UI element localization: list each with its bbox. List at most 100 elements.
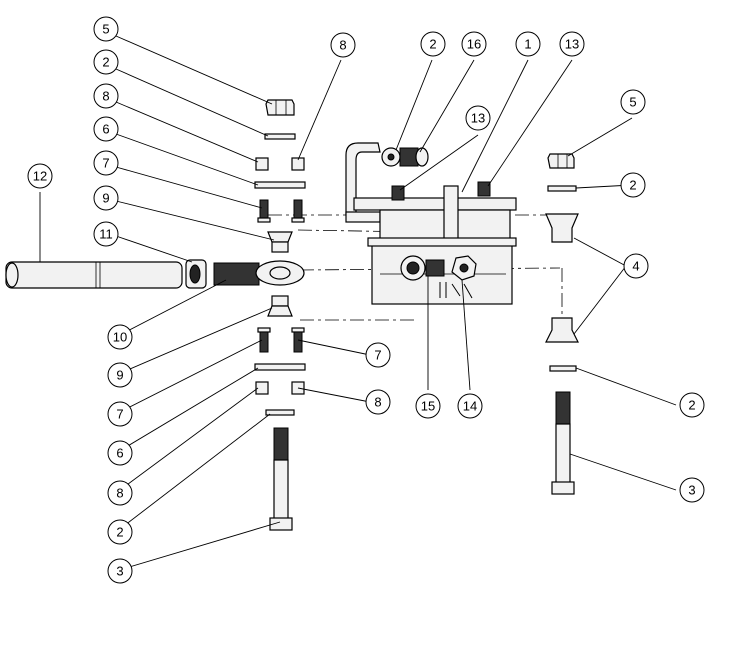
small-nut-top-left	[255, 157, 269, 171]
callout-balloon: 16	[461, 31, 487, 57]
callout-balloon: 1	[515, 31, 541, 57]
callout-balloon: 8	[365, 389, 391, 415]
callout-label: 8	[339, 38, 346, 53]
callout-label: 2	[102, 55, 109, 70]
callout-balloon: 2	[93, 49, 119, 75]
main-housing	[345, 142, 517, 305]
washer-bottom	[265, 409, 295, 416]
callout-balloon: 5	[93, 16, 119, 42]
callout-balloon: 2	[420, 31, 446, 57]
spacer-lower	[545, 317, 579, 343]
callout-balloon: 3	[107, 558, 133, 584]
washer-right-top	[547, 185, 577, 192]
callout-label: 5	[629, 95, 636, 110]
callout-label: 8	[374, 395, 381, 410]
callout-balloon: 7	[365, 342, 391, 368]
callout-circle	[107, 440, 133, 466]
bolt-right	[551, 391, 575, 495]
callout-balloon: 9	[107, 362, 133, 388]
callout-balloon: 8	[93, 83, 119, 109]
callout-balloon: 10	[107, 324, 133, 350]
callout-circle	[620, 172, 646, 198]
callout-balloon: 11	[93, 221, 119, 247]
callout-circle	[679, 392, 705, 418]
spacer-upper	[545, 213, 579, 243]
callout-label: 2	[629, 178, 636, 193]
leader-lines	[39, 35, 677, 572]
callout-circle	[457, 393, 483, 419]
callout-balloon: 14	[457, 393, 483, 419]
screw-top-left	[257, 199, 271, 223]
plate-bottom	[254, 363, 306, 371]
callout-circle	[465, 105, 491, 131]
callout-label: 7	[374, 348, 381, 363]
callout-label: 7	[116, 407, 123, 422]
callout-label: 2	[116, 525, 123, 540]
callout-circle	[107, 362, 133, 388]
callout-circle	[461, 31, 487, 57]
hex-nut-right	[547, 153, 575, 169]
callout-circle	[107, 519, 133, 545]
rod-end	[213, 260, 305, 286]
callout-balloon: 6	[107, 440, 133, 466]
callout-circle	[93, 49, 119, 75]
washer-right-bottom	[549, 365, 577, 372]
screw-bottom-right	[291, 327, 305, 353]
callout-label: 7	[102, 156, 109, 171]
callout-circle	[679, 477, 705, 503]
callout-label: 6	[116, 446, 123, 461]
callout-balloon: 2	[107, 519, 133, 545]
callout-circle	[620, 89, 646, 115]
callout-circle	[330, 32, 356, 58]
callout-circle	[93, 221, 119, 247]
callout-balloon: 4	[623, 253, 649, 279]
callout-balloon: 8	[107, 480, 133, 506]
bushing-lower	[267, 295, 293, 317]
callout-circle	[93, 116, 119, 142]
right-stack	[545, 153, 579, 495]
callout-circle	[365, 389, 391, 415]
callout-balloon: 8	[330, 32, 356, 58]
small-nut-top-right	[291, 157, 305, 171]
callout-label: 11	[99, 227, 113, 242]
callout-label: 2	[688, 398, 695, 413]
callout-label: 9	[116, 368, 123, 383]
callout-circle	[420, 31, 446, 57]
plate-top	[254, 181, 306, 189]
callout-circle	[107, 558, 133, 584]
callout-label: 2	[429, 37, 436, 52]
callout-label: 1	[524, 37, 531, 52]
callout-label: 6	[102, 122, 109, 137]
callout-balloon: 13	[465, 105, 491, 131]
callout-balloon: 9	[93, 185, 119, 211]
callout-balloon: 2	[679, 392, 705, 418]
callout-circle	[365, 342, 391, 368]
callout-balloon: 6	[93, 116, 119, 142]
callout-balloon: 12	[27, 163, 53, 189]
callout-circle	[107, 324, 133, 350]
callout-circle	[107, 480, 133, 506]
callout-circle	[415, 393, 441, 419]
callout-label: 10	[113, 330, 127, 345]
tube	[5, 261, 183, 289]
callout-label: 5	[102, 22, 109, 37]
left-stack	[5, 99, 306, 531]
callout-label: 3	[116, 564, 123, 579]
hex-nut-top	[265, 99, 295, 116]
callout-circle	[515, 31, 541, 57]
callout-label: 12	[33, 169, 47, 184]
callout-circle	[93, 16, 119, 42]
callout-circle	[93, 83, 119, 109]
callout-circle	[93, 150, 119, 176]
callout-label: 14	[463, 399, 477, 414]
small-nut-bottom-left	[255, 381, 269, 395]
jam-nut	[185, 259, 207, 289]
callout-balloon: 2	[620, 172, 646, 198]
callout-circle	[93, 185, 119, 211]
callout-label: 9	[102, 191, 109, 206]
callout-balloon: 7	[93, 150, 119, 176]
callout-circle	[107, 401, 133, 427]
callout-label: 3	[688, 483, 695, 498]
